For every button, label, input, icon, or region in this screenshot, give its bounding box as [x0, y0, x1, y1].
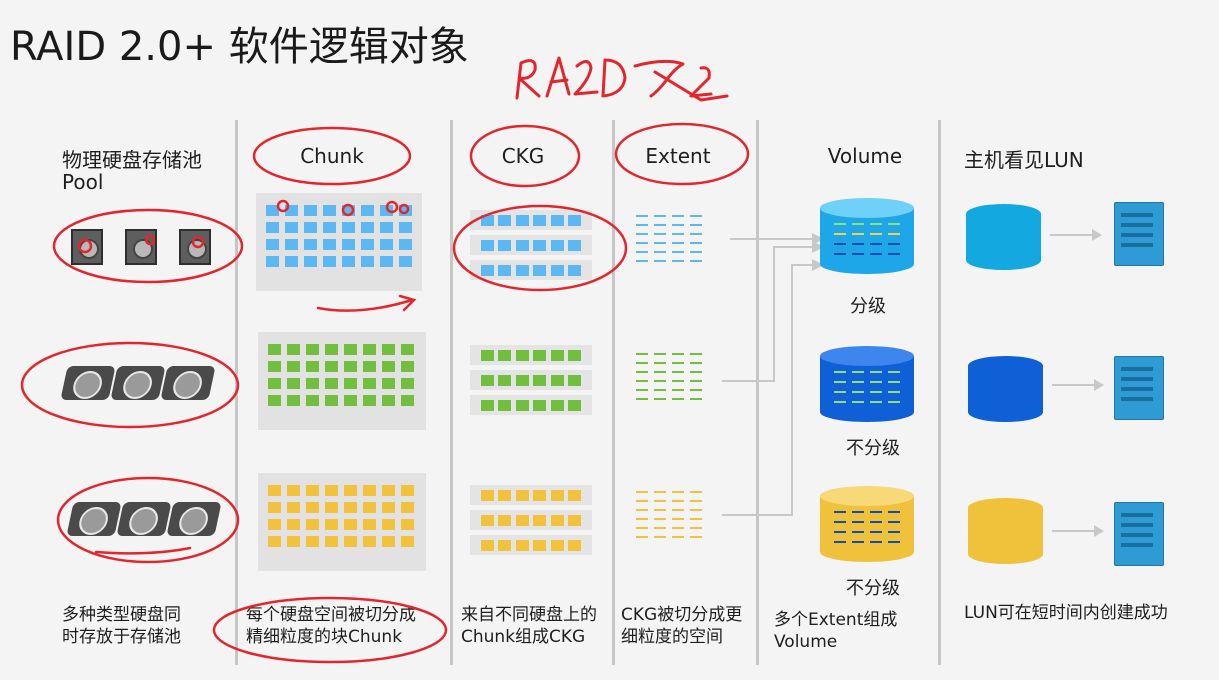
desc-line: 每个硬盘空间被切分成 [246, 604, 416, 626]
ckg-row [470, 210, 592, 230]
hard-disk-icon [160, 366, 215, 400]
column-divider [612, 120, 615, 665]
extent-lines-blue [636, 214, 716, 274]
ckg-row [470, 260, 592, 280]
ckg-row [470, 535, 592, 555]
volume-nontiered-yellow-icon [818, 484, 918, 566]
desc-ckg: 来自不同硬盘上的 Chunk组成CKG [461, 604, 597, 648]
ssd-disk-icon [71, 229, 103, 265]
header-extent: Extent [628, 144, 728, 168]
host-server-icon [1114, 502, 1164, 566]
arrow-icon [1052, 530, 1096, 532]
ckg-row [470, 485, 592, 505]
tier-label: 分级 [823, 292, 913, 318]
ckg-row [470, 235, 592, 255]
desc-volume: 多个Extent组成 Volume [774, 609, 897, 653]
extent-to-volume-connectors [720, 225, 830, 525]
ckg-row [470, 370, 592, 390]
desc-line: 精细粒度的块Chunk [246, 626, 416, 648]
handwritten-annotation [505, 38, 755, 108]
hard-disk-icon [116, 502, 171, 536]
desc-line: 来自不同硬盘上的 [461, 604, 597, 626]
lun-cylinder-icon [968, 498, 1043, 564]
desc-line: Chunk组成CKG [461, 626, 597, 648]
ckg-row [470, 345, 592, 365]
desc-lun: LUN可在短时间内创建成功 [964, 602, 1168, 624]
chunk-grid-yellow [268, 485, 414, 547]
extent-lines-green [636, 352, 716, 412]
ckg-row [470, 395, 592, 415]
desc-line: 多种类型硬盘同 [62, 604, 181, 626]
chunk-grid-blue [266, 205, 412, 267]
column-divider [450, 120, 453, 665]
column-divider [938, 120, 941, 665]
desc-line: 多个Extent组成 [774, 609, 897, 631]
header-chunk: Chunk [282, 144, 382, 168]
host-server-icon [1114, 202, 1164, 266]
header-volume: Volume [810, 144, 920, 168]
header-ckg: CKG [483, 144, 563, 168]
tier-label: 不分级 [828, 574, 918, 600]
lun-cylinder-icon [968, 356, 1043, 422]
extent-lines-yellow [636, 490, 716, 550]
desc-line: CKG被切分成更 [621, 604, 742, 626]
desc-extent: CKG被切分成更 细粒度的空间 [621, 604, 742, 648]
hard-disk-icon [110, 366, 165, 400]
hard-disk-icon [60, 366, 115, 400]
slide-title: RAID 2.0+ 软件逻辑对象 [10, 14, 469, 72]
ssd-disk-icon [179, 229, 211, 265]
lun-cylinder-icon [966, 204, 1041, 270]
header-pool-en: Pool [62, 170, 103, 194]
arrow-icon [1050, 234, 1094, 236]
ckg-row [470, 510, 592, 530]
desc-line: Volume [774, 631, 897, 653]
header-lun: 主机看见LUN [964, 144, 1084, 173]
column-divider [235, 120, 238, 665]
ssd-disk-icon [125, 229, 157, 265]
tier-label: 不分级 [828, 434, 918, 460]
desc-pool: 多种类型硬盘同 时存放于存储池 [62, 604, 181, 648]
volume-tiered-icon [818, 196, 918, 278]
desc-line: 细粒度的空间 [621, 626, 742, 648]
chunk-grid-green [268, 344, 414, 406]
desc-line: 时存放于存储池 [62, 626, 181, 648]
hard-disk-icon [166, 502, 221, 536]
desc-line: LUN可在短时间内创建成功 [964, 602, 1168, 624]
arrow-icon [1052, 384, 1096, 386]
hard-disk-icon [66, 502, 121, 536]
volume-nontiered-green-icon [818, 344, 918, 426]
desc-chunk: 每个硬盘空间被切分成 精细粒度的块Chunk [246, 604, 416, 648]
host-server-icon [1114, 356, 1164, 420]
header-pool: 物理硬盘存储池 [62, 144, 202, 173]
